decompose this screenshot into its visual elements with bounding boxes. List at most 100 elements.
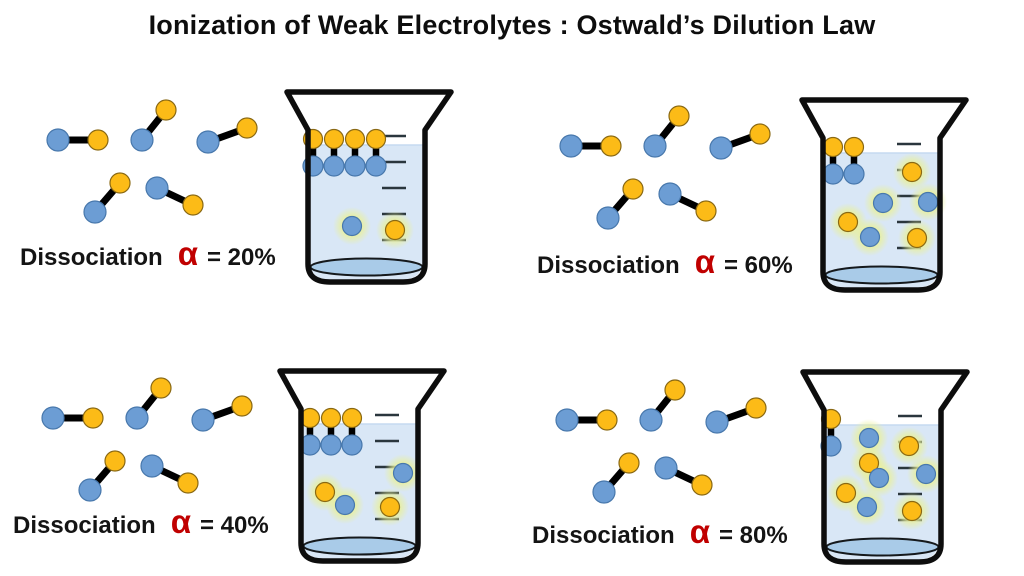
beaker-bottom-lens (302, 536, 417, 556)
alpha-value: = 20% (207, 244, 276, 271)
molecule-cluster (46, 99, 258, 224)
yellow-ion (384, 219, 406, 241)
yellow-atom (745, 397, 767, 419)
blue-atom (41, 406, 65, 430)
yellow-atom (344, 128, 366, 150)
yellow-atom (82, 407, 104, 429)
blue-atom (654, 456, 678, 480)
dissociation-label: Dissociation α = 40% (13, 503, 269, 540)
blue-ion (858, 427, 880, 449)
blue-atom (130, 128, 154, 152)
yellow-ion (858, 452, 880, 474)
beaker-bottom-lens (309, 257, 424, 277)
blue-ion (872, 192, 894, 214)
slide-title: Ionization of Weak Electrolytes : Ostwal… (148, 10, 876, 40)
yellow-atom (695, 200, 717, 222)
beaker (284, 89, 454, 285)
beaker (800, 369, 970, 565)
blue-atom (559, 134, 583, 158)
yellow-atom (596, 409, 618, 431)
blue-atom (83, 200, 107, 224)
molecule-cluster (559, 105, 771, 230)
blue-atom (365, 155, 387, 177)
blue-atom (344, 155, 366, 177)
beaker-outline (800, 369, 970, 565)
alpha-symbol: α (170, 503, 191, 540)
blue-atom (341, 434, 363, 456)
beaker (799, 97, 969, 293)
blue-atom (639, 408, 663, 432)
yellow-ion (835, 482, 857, 504)
blue-atom (705, 410, 729, 434)
yellow-atom (600, 135, 622, 157)
yellow-atom (177, 472, 199, 494)
yellow-atom (843, 136, 865, 158)
blue-atom (822, 163, 844, 185)
dissociation-label: Dissociation α = 20% (20, 235, 276, 272)
blue-atom (196, 130, 220, 154)
blue-atom (320, 434, 342, 456)
blue-ion (917, 191, 939, 213)
blue-atom (555, 408, 579, 432)
yellow-atom (691, 474, 713, 496)
yellow-atom (182, 194, 204, 216)
alpha-symbol: α (177, 235, 198, 272)
yellow-atom (231, 395, 253, 417)
yellow-ion (906, 227, 928, 249)
alpha-symbol: α (694, 243, 715, 280)
blue-ion (868, 467, 890, 489)
blue-ion (334, 494, 356, 516)
yellow-atom (365, 128, 387, 150)
blue-ion (859, 226, 881, 248)
yellow-atom (664, 379, 686, 401)
blue-atom (596, 206, 620, 230)
yellow-ion (314, 481, 336, 503)
blue-ion (915, 463, 937, 485)
blue-atom (709, 136, 733, 160)
blue-ion (856, 496, 878, 518)
beaker (277, 368, 447, 564)
blue-atom (125, 406, 149, 430)
alpha-symbol: α (689, 513, 710, 550)
blue-atom (78, 478, 102, 502)
yellow-ion (901, 161, 923, 183)
blue-ion (341, 215, 363, 237)
dissociation-label: Dissociation α = 60% (537, 243, 793, 280)
blue-ion (392, 462, 414, 484)
blue-atom (140, 454, 164, 478)
yellow-atom (323, 128, 345, 150)
dissociation-text: Dissociation (537, 252, 680, 279)
molecule-cluster (41, 377, 253, 502)
blue-atom (46, 128, 70, 152)
yellow-atom (822, 136, 844, 158)
yellow-atom (622, 178, 644, 200)
beaker-outline (284, 89, 454, 285)
blue-atom (592, 480, 616, 504)
beaker-bottom-lens (825, 537, 940, 557)
blue-atom (323, 155, 345, 177)
dissociation-text: Dissociation (20, 244, 163, 271)
yellow-atom (150, 377, 172, 399)
yellow-ion (837, 211, 859, 233)
yellow-atom (87, 129, 109, 151)
beaker-outline (277, 368, 447, 564)
yellow-atom (320, 407, 342, 429)
yellow-atom (155, 99, 177, 121)
blue-atom (191, 408, 215, 432)
dissociation-text: Dissociation (532, 522, 675, 549)
yellow-atom (618, 452, 640, 474)
yellow-atom (668, 105, 690, 127)
blue-atom (843, 163, 865, 185)
alpha-value: = 60% (724, 252, 793, 279)
dissociation-text: Dissociation (13, 512, 156, 539)
yellow-atom (341, 407, 363, 429)
beaker-bottom-lens (824, 265, 939, 285)
molecule-cluster (555, 379, 767, 504)
yellow-ion (901, 500, 923, 522)
yellow-atom (749, 123, 771, 145)
dissociation-label: Dissociation α = 80% (532, 513, 788, 550)
blue-atom (658, 182, 682, 206)
yellow-atom (104, 450, 126, 472)
yellow-ion (379, 496, 401, 518)
